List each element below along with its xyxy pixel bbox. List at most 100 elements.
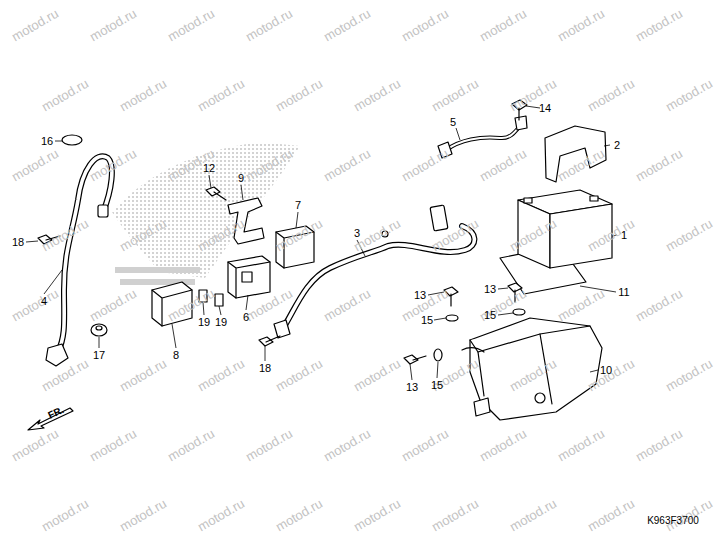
harness-tube — [274, 205, 474, 338]
watermark: motod.ru — [274, 497, 325, 534]
callout-number: 9 — [238, 173, 244, 184]
callout-number: 5 — [450, 117, 456, 128]
watermark: motod.ru — [400, 7, 451, 44]
callout-number: 2 — [614, 140, 620, 151]
callout-number: 15 — [431, 380, 443, 391]
watermark: motod.ru — [88, 427, 139, 464]
leader-lines — [26, 106, 617, 380]
battery-tray — [462, 318, 602, 420]
watermark: motod.ru — [10, 287, 61, 324]
wing-logo — [112, 142, 300, 282]
watermark: motod.ru — [430, 497, 481, 534]
bolt — [404, 283, 522, 364]
watermark: motod.ru — [664, 497, 715, 534]
watermark: motod.ru — [322, 287, 373, 324]
watermark: motod.ru — [556, 147, 607, 184]
watermark: motod.ru — [322, 7, 373, 44]
watermark: motod.ru — [40, 217, 91, 254]
watermark: motod.ru — [196, 77, 247, 114]
bolt — [206, 187, 226, 200]
watermark: motod.ru — [118, 497, 169, 534]
starter-relay — [228, 256, 270, 298]
watermark: motod.ru — [166, 7, 217, 44]
callout-number: 11 — [618, 287, 629, 298]
callout-number: 13 — [406, 382, 418, 393]
watermark: motod.ru — [352, 497, 403, 534]
watermark: motod.ru — [478, 7, 529, 44]
watermark: motod.ru — [400, 147, 451, 184]
callout-number: 15 — [421, 315, 433, 326]
callout-number: 14 — [539, 103, 551, 114]
harness-tube — [46, 156, 112, 366]
watermark: motod.ru — [508, 217, 559, 254]
callout-number: 4 — [41, 296, 47, 307]
callout-number: 19 — [198, 317, 210, 328]
watermark: motod.ru — [322, 147, 373, 184]
callout-number: 17 — [93, 350, 105, 361]
watermark: motod.ru — [40, 77, 91, 114]
watermark: motod.ru — [244, 7, 295, 44]
watermark: motod.ru — [118, 77, 169, 114]
callout-number: 8 — [173, 350, 179, 361]
callout-number: 3 — [354, 228, 360, 239]
callout-number: 12 — [203, 163, 215, 174]
watermark: motod.ru — [352, 357, 403, 394]
callout-number: 15 — [484, 310, 496, 321]
callout-number: 18 — [259, 363, 271, 374]
callout-number: 1 — [621, 230, 627, 241]
watermark: motod.ru — [10, 7, 61, 44]
watermark: motod.ru — [88, 7, 139, 44]
watermark: motod.ru — [166, 427, 217, 464]
callout-number: 6 — [243, 312, 249, 323]
watermark: motod.ru — [196, 497, 247, 534]
watermark: motod.ru — [508, 497, 559, 534]
watermark: motod.ru — [40, 357, 91, 394]
watermark: motod.ru — [586, 497, 637, 534]
watermark: motod.ru — [88, 287, 139, 324]
watermark: motod.ru — [430, 217, 481, 254]
watermark: motod.ru — [556, 287, 607, 324]
callout-number: 13 — [484, 284, 496, 295]
callout-number: 18 — [12, 237, 24, 248]
watermark: motod.ru — [118, 357, 169, 394]
watermark: motod.ru — [586, 217, 637, 254]
band — [62, 135, 82, 145]
bolt — [259, 336, 280, 346]
watermark: motod.ru — [10, 427, 61, 464]
callout-number: 10 — [600, 365, 612, 376]
watermark: motod.ru — [322, 427, 373, 464]
watermark: motod.ru — [586, 77, 637, 114]
watermark: motod.ru — [352, 77, 403, 114]
watermark: motod.ru — [40, 497, 91, 534]
watermark: motod.ru — [634, 427, 685, 464]
grommet — [91, 324, 107, 336]
watermark: motod.ru — [244, 287, 295, 324]
watermark: motod.ru — [88, 147, 139, 184]
watermark: motod.ru — [118, 217, 169, 254]
watermark: motod.ru — [244, 147, 295, 184]
front-label: FR. — [47, 405, 66, 421]
callout-number: 16 — [41, 136, 53, 147]
fuse — [215, 294, 223, 306]
watermark: motod.ru — [664, 77, 715, 114]
watermark: motod.ru — [556, 427, 607, 464]
diagram-code: K963F3700 — [647, 516, 699, 526]
callout-number: 19 — [215, 317, 227, 328]
watermark: motod.ru — [274, 217, 325, 254]
watermark: motod.ru — [634, 147, 685, 184]
watermark: motod.ru — [196, 217, 247, 254]
watermark: motod.ru — [430, 77, 481, 114]
callout-number: 7 — [295, 200, 301, 211]
watermark: motod.ru — [478, 427, 529, 464]
watermark: motod.ru — [244, 427, 295, 464]
watermark: motod.ru — [478, 147, 529, 184]
watermark: motod.ru — [634, 287, 685, 324]
watermark: motod.ru — [10, 147, 61, 184]
watermark: motod.ru — [556, 7, 607, 44]
watermark: motod.ru — [400, 427, 451, 464]
watermark: motod.ru — [634, 7, 685, 44]
watermark: motod.ru — [664, 357, 715, 394]
watermark: motod.ru — [196, 357, 247, 394]
watermark: motod.ru — [664, 217, 715, 254]
